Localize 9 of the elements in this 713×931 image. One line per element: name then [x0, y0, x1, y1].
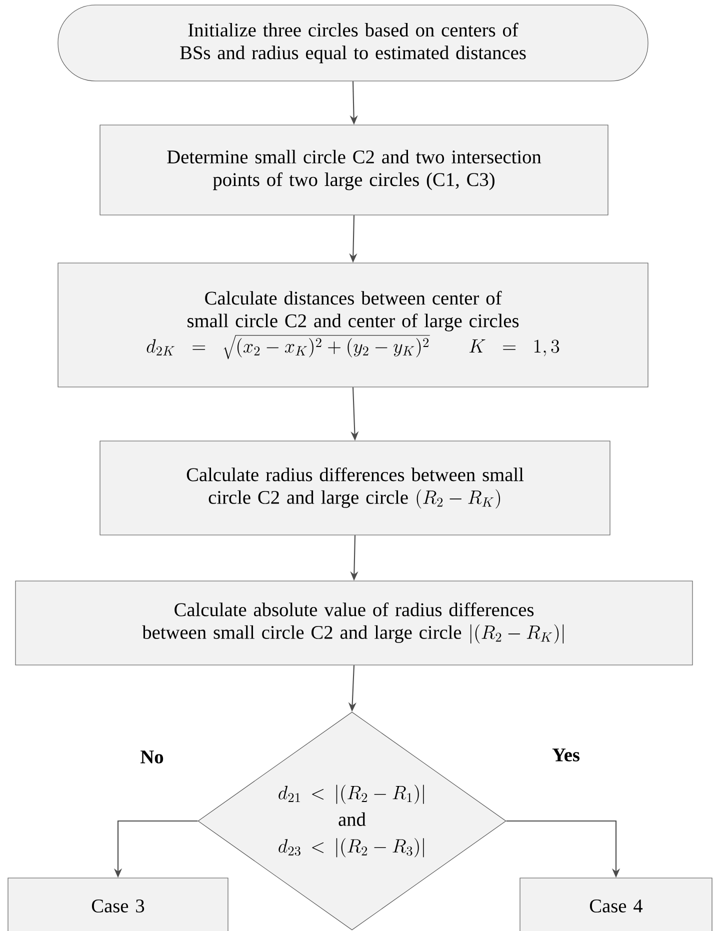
process-box: Calculate radius differences between small circle C2 and large circle $\left(R_2-R_K\right)$	[100, 440, 610, 536]
start-terminal: Initialize three circles based on centers of BSs and radius equal to estimated distances	[58, 4, 648, 82]
process-box: Calculate distances between center of small circle C2 and center of large circles $d_{2K}=\sqrt{(x_2-x_K)^2+(y_2-y_K)^2}$ $K=1,3$	[58, 262, 648, 388]
process-box: Case 4	[520, 878, 712, 931]
edge-label: Yes	[550, 747, 582, 763]
process-box: Case 3	[8, 878, 228, 931]
process-box: Calculate absolute value of radius differences between small circle C2 and large circle $\left|\left(R_2-R_K\right)\right|$	[15, 580, 693, 666]
process-box: Determine small circle C2 and two intersection points of two large circles (C1, C3)	[100, 124, 608, 216]
edge-label: No	[138, 749, 166, 765]
